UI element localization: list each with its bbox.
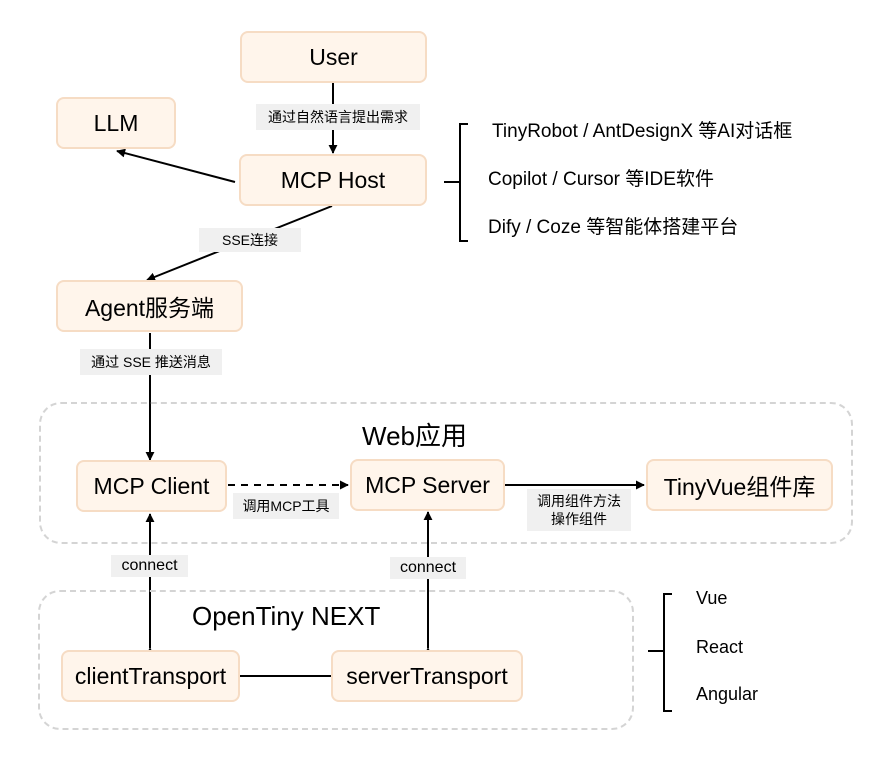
framework-react: React	[696, 637, 744, 657]
frameworks-brace	[648, 593, 672, 712]
opentiny-next-group	[38, 590, 634, 730]
server-transport-node: serverTransport	[331, 650, 523, 702]
edge-host-to-llm	[116, 148, 236, 183]
user-node: User	[240, 31, 427, 83]
client-connect-label: connect	[111, 555, 188, 577]
natural-language-label: 通过自然语言提出需求	[256, 104, 420, 130]
host-example-ai-chat: TinyRobot / AntDesignX 等AI对话框	[492, 121, 793, 142]
call-mcp-tool-label: 调用MCP工具	[233, 493, 339, 519]
agent-server-node: Agent服务端	[56, 280, 243, 332]
opentiny-next-group-title: OpenTiny NEXT	[192, 601, 381, 631]
framework-angular: Angular	[696, 684, 759, 704]
mcp-host-node: MCP Host	[239, 154, 427, 206]
sse-push-label: 通过 SSE 推送消息	[80, 349, 222, 375]
server-connect-label: connect	[390, 557, 466, 579]
mcp-client-node: MCP Client	[76, 460, 227, 512]
sse-connect-label: SSE连接	[199, 228, 301, 252]
mcp-server-node: MCP Server	[350, 459, 505, 511]
call-component-label: 调用组件方法 操作组件	[527, 489, 631, 531]
web-app-group-title: Web应用	[362, 421, 467, 451]
host-example-ide: Copilot / Cursor 等IDE软件	[488, 169, 714, 190]
host-example-agent-platform: Dify / Coze 等智能体搭建平台	[488, 217, 739, 238]
framework-vue: Vue	[696, 588, 728, 608]
llm-node: LLM	[56, 97, 176, 149]
host-examples-brace	[444, 123, 468, 242]
client-transport-node: clientTransport	[61, 650, 240, 702]
web-app-group	[39, 402, 853, 544]
tinyvue-node: TinyVue组件库	[646, 459, 833, 511]
